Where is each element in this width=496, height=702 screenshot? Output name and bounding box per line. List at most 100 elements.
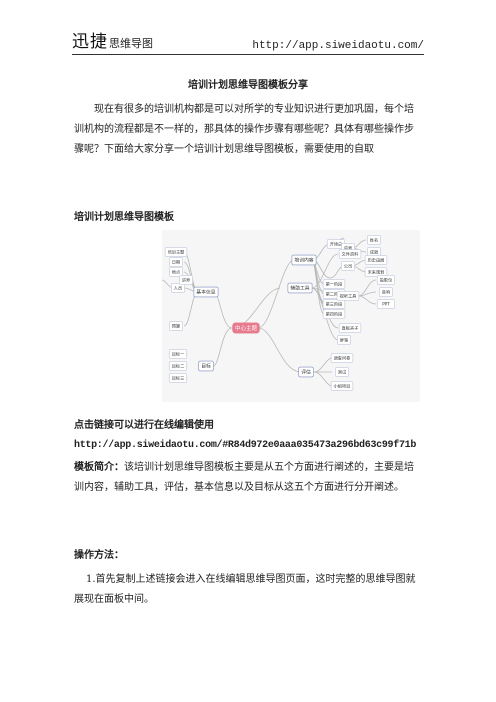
branch-content-box	[291, 254, 317, 266]
page-header: 迅捷 思维导图 http://app.siweidaotu.com/	[72, 30, 424, 55]
node-stage-box	[322, 279, 346, 289]
node-equip-item: PPT	[376, 299, 395, 309]
node-budget-box	[169, 321, 183, 331]
node-people-box	[171, 283, 185, 293]
node-stage: 第四阶段	[322, 309, 346, 319]
mindmap-center: 中心主题	[232, 322, 260, 334]
node-company-item: 未来规划	[364, 267, 388, 277]
node-equip-item-box	[376, 275, 395, 285]
node-eval-item-box	[335, 367, 349, 377]
node-stage: 第一阶段	[322, 279, 346, 289]
node-company-item: 历史由展	[364, 255, 388, 265]
node-topic-label: 培训主题	[168, 249, 186, 256]
node-equip: 视听工具	[336, 291, 360, 301]
node-pen-box	[337, 335, 351, 345]
brand-logo: 迅捷 思维导图	[72, 27, 153, 52]
node-eval-item-box	[330, 353, 354, 363]
node-eval-item: 调查问卷	[330, 353, 354, 363]
node-stage-label: 第一阶段	[326, 281, 344, 288]
branch-content-label: 培训内容	[294, 257, 313, 264]
node-teacher-item-label: 成就	[370, 249, 379, 256]
node-budget-label: 预算	[172, 323, 180, 330]
node-stationery-label: 直板夹子	[342, 325, 359, 332]
brand-subtitle: 思维导图	[109, 37, 153, 50]
node-stage: 第三阶段	[322, 299, 346, 309]
step-1: 1.首先复制上述链接会进入在线编辑思维导图页面，这时完整的思维导图就展现在面板中…	[74, 574, 416, 605]
node-eval-item-label: 测试	[338, 369, 347, 376]
node-eval-item-box	[330, 381, 354, 391]
node-stage-label: 第三阶段	[326, 301, 344, 308]
mindmap-heading: 培训计划思维导图模板	[74, 212, 174, 223]
summary-text: 该培训计划思维导图模板主要是从五个方面进行阐述的，主要是培训内容，辅助工具，评估…	[74, 462, 414, 493]
node-equip-item: 投影仪	[376, 275, 395, 285]
node-lecturer-label: 讲师	[182, 277, 190, 284]
node-people: 人员	[171, 283, 185, 293]
operations-heading: 操作方法：	[74, 550, 124, 561]
node-equip-box	[336, 291, 360, 301]
branch-eval-box	[298, 366, 314, 378]
node-goal-item-label: 目标三	[172, 375, 185, 382]
node-eval-item: 测试	[335, 367, 349, 377]
node-company-item-label: 历史由展	[368, 257, 386, 264]
node-equip-item-label: 音响	[382, 289, 390, 296]
node-stage-label: 第二阶段	[326, 291, 344, 298]
node-stage-box	[322, 299, 346, 309]
branch-content: 培训内容	[291, 254, 317, 266]
node-company-item-box	[364, 267, 388, 277]
node-open-label: 开场白	[330, 241, 343, 248]
node-company: 公司	[341, 261, 355, 271]
node-equip-item-box	[376, 299, 395, 309]
template-link[interactable]: http://app.siweidaotu.com/#R84d972e0aaa0…	[74, 440, 417, 451]
node-topic-box	[164, 247, 188, 257]
node-teacher-label: 讲师	[344, 245, 352, 252]
node-pen: 屏笔	[337, 335, 351, 345]
mindmap-center-box	[232, 322, 260, 334]
node-goal-item-box	[168, 361, 188, 371]
branch-eval-label: 评估	[301, 369, 311, 376]
node-teacher-item: 姓名	[367, 235, 381, 245]
node-eval-item-label: 调查问卷	[334, 355, 352, 362]
branch-info-box	[193, 286, 219, 298]
brand-name: 迅捷	[72, 32, 108, 52]
branch-goal-box	[198, 360, 214, 372]
node-stage-label: 第四阶段	[326, 311, 344, 318]
node-teacher-item-box	[367, 235, 381, 245]
node-goal-item-label: 目标一	[172, 351, 185, 358]
branch-tools: 辅助工具	[287, 282, 313, 294]
document-title: 培训计划思维导图模板分享	[188, 80, 308, 91]
node-teacher-item-label: 姓名	[370, 237, 378, 244]
branch-tools-label: 辅助工具	[290, 285, 309, 292]
node-company-item-label: 未来规划	[368, 269, 385, 276]
node-lecturer: 讲师	[179, 275, 193, 285]
node-stationery-box	[338, 323, 362, 333]
node-material-box	[338, 249, 362, 259]
branch-goal-label: 目标	[201, 363, 211, 370]
node-equip-item-box	[379, 287, 393, 297]
node-eval-item: 小组项目	[330, 381, 354, 391]
node-goal-item: 目标二	[168, 361, 188, 371]
node-equip-label: 视听工具	[340, 293, 358, 300]
node-goal-item-label: 目标二	[172, 363, 185, 370]
node-goal-item: 目标一	[168, 349, 188, 359]
mindmap-image: 中心主题培训内容辅助工具评估基本信息目标开场白讲师公司姓名成就历史由展未来规划第…	[162, 230, 420, 402]
intro-paragraph: 现在有很多的培训机构都是可以对所学的专业知识进行更加巩固，每个培训机构的流程都是…	[74, 104, 414, 155]
node-company-box	[341, 261, 355, 271]
node-material: 文件资料	[338, 249, 362, 259]
node-equip-item-label: 投影仪	[380, 277, 393, 284]
branch-eval: 评估	[298, 366, 314, 378]
link-heading: 点击链接可以进行在线编辑使用	[74, 420, 214, 431]
summary-paragraph: 模板简介：该培训计划思维导图模板主要是从五个方面进行阐述的，主要是培训内容，辅助…	[74, 458, 422, 498]
node-place-box	[169, 267, 183, 277]
branch-info-label: 基本信息	[196, 289, 215, 296]
node-company-label: 公司	[344, 264, 352, 269]
node-place-label: 地点	[172, 269, 180, 276]
node-people-label: 人员	[174, 286, 182, 292]
node-place: 地点	[169, 267, 183, 277]
branch-goal: 目标	[198, 360, 214, 372]
header-url[interactable]: http://app.siweidaotu.com/	[252, 40, 424, 52]
node-goal-item-box	[168, 373, 188, 383]
branch-tools-box	[287, 282, 313, 294]
node-equip-item: 音响	[379, 287, 393, 297]
node-company-item-box	[364, 255, 388, 265]
summary-label: 模板简介：	[74, 462, 124, 473]
